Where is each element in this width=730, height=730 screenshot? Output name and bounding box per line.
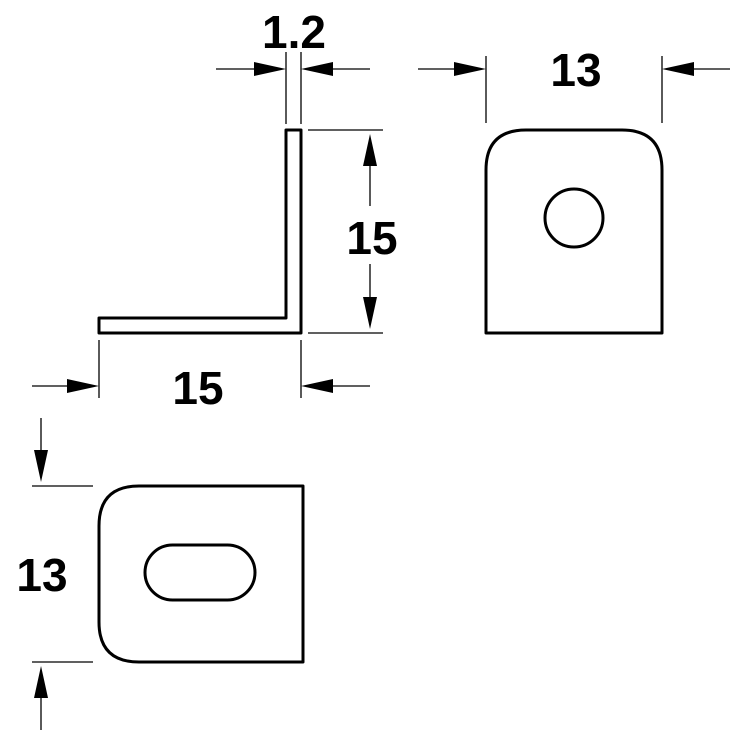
front-width-arrow-right bbox=[662, 62, 694, 76]
front-width-dimension: 13 bbox=[418, 44, 730, 123]
bottom-width-arrow-up bbox=[34, 666, 48, 698]
bottom-view bbox=[97, 484, 305, 664]
thickness-arrow-right bbox=[301, 62, 333, 76]
bottom-width-arrow-down bbox=[34, 450, 48, 482]
thickness-dimension: 1.2 bbox=[216, 6, 370, 124]
side-view bbox=[97, 128, 303, 335]
round-hole bbox=[543, 187, 605, 249]
thickness-label: 1.2 bbox=[262, 6, 326, 58]
thickness-arrow-left bbox=[254, 62, 286, 76]
bottom-width-label: 13 bbox=[16, 549, 67, 601]
leg-height-dimension: 15 bbox=[308, 129, 398, 334]
front-view bbox=[484, 128, 664, 335]
front-width-arrow-left bbox=[454, 62, 486, 76]
slotted-hole bbox=[143, 543, 257, 602]
leg-length-label: 15 bbox=[172, 362, 223, 414]
leg-length-arrow-right bbox=[301, 379, 333, 393]
leg-height-label: 15 bbox=[346, 212, 397, 264]
bottom-width-dimension: 13 bbox=[16, 418, 93, 730]
leg-height-arrow-down bbox=[363, 297, 377, 329]
front-width-label: 13 bbox=[550, 44, 601, 96]
l-profile bbox=[97, 128, 303, 335]
leg-length-dimension: 15 bbox=[32, 340, 370, 414]
leg-height-arrow-up bbox=[363, 134, 377, 166]
leg-length-arrow-left bbox=[67, 379, 99, 393]
